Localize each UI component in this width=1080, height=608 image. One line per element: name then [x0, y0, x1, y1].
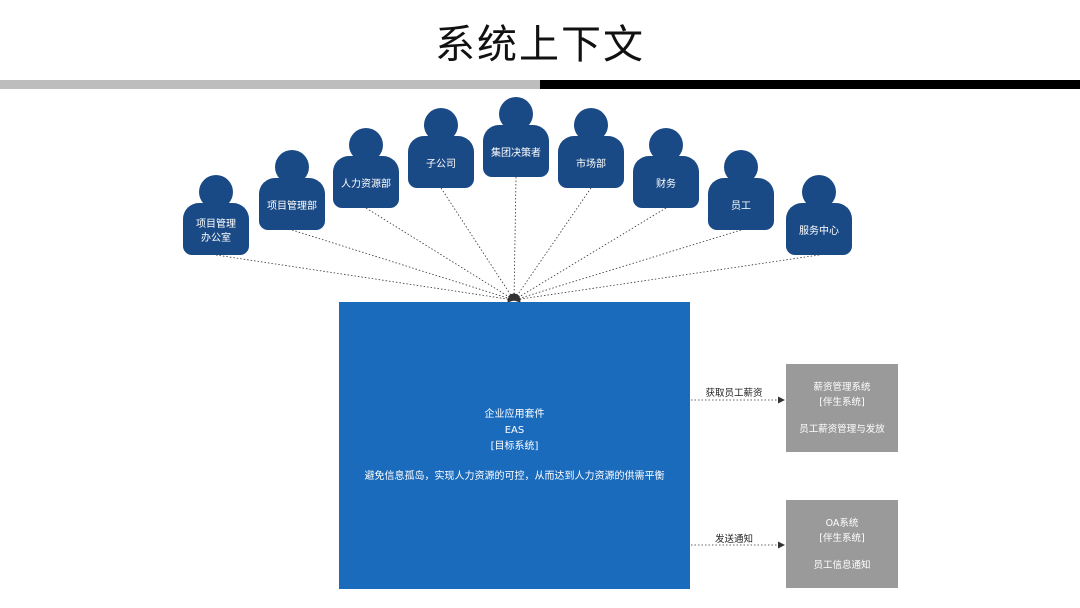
actor-label: 服务中心 — [799, 226, 839, 237]
target-system-type: [目标系统] — [490, 440, 539, 452]
actor-connector — [291, 229, 515, 302]
actor-connector — [510, 176, 518, 301]
person-icon-body: 集团决策者 — [483, 125, 549, 177]
side-system-type: [伴生系统] — [819, 396, 865, 408]
person-icon-body: 子公司 — [408, 136, 474, 188]
actor-label: 市场部 — [576, 159, 606, 170]
actor-node: 项目管理部 — [259, 150, 325, 230]
person-icon-body: 人力资源部 — [333, 156, 399, 208]
person-icon-body: 项目管理 办公室 — [183, 203, 249, 255]
actor-node: 财务 — [633, 128, 699, 208]
person-icon-body: 员工 — [708, 178, 774, 230]
actor-connector — [440, 187, 515, 301]
actor-node: 服务中心 — [786, 175, 852, 255]
person-icon-body: 项目管理部 — [259, 178, 325, 230]
actor-label: 人力资源部 — [341, 179, 391, 190]
actor-label: 项目管理 办公室 — [196, 219, 236, 244]
actor-connector — [513, 229, 742, 302]
target-system-description: 避免信息孤岛，实现人力资源的可控，从而达到人力资源的供需平衡 — [364, 470, 665, 482]
side-system-type: [伴生系统] — [819, 532, 865, 544]
actor-label: 集团决策者 — [491, 148, 541, 159]
actor-connector — [513, 254, 820, 303]
target-system-abbr: EAS — [504, 424, 525, 436]
actor-label: 员工 — [731, 201, 751, 212]
actor-node: 人力资源部 — [333, 128, 399, 208]
side-system-description: 员工信息通知 — [813, 559, 871, 571]
actor-label: 子公司 — [426, 159, 456, 170]
person-icon-body: 市场部 — [558, 136, 624, 188]
target-system-name: 企业应用套件 — [484, 408, 545, 420]
person-icon-body: 财务 — [633, 156, 699, 208]
actor-connector — [365, 207, 515, 301]
actor-node: 子公司 — [408, 108, 474, 188]
edge-label-oa: 发送通知 — [714, 534, 753, 545]
actor-node: 项目管理 办公室 — [183, 175, 249, 255]
edge-label-salary: 获取员工薪资 — [705, 388, 763, 399]
target-system-box: 企业应用套件 EAS [目标系统] 避免信息孤岛，实现人力资源的可控，从而达到人… — [339, 302, 690, 589]
side-system-box-salary: 薪资管理系统 [伴生系统] 员工薪资管理与发放 — [786, 364, 898, 452]
actor-connector — [513, 207, 667, 301]
actor-connector — [215, 254, 515, 303]
person-icon-body: 服务中心 — [786, 203, 852, 255]
actor-node: 市场部 — [558, 108, 624, 188]
side-system-name: OA系统 — [825, 517, 859, 529]
actor-node: 集团决策者 — [483, 97, 549, 177]
side-system-description: 员工薪资管理与发放 — [799, 423, 885, 435]
side-system-box-oa: OA系统 [伴生系统] 员工信息通知 — [786, 500, 898, 588]
title-underline-gray — [0, 80, 540, 89]
actor-node: 员工 — [708, 150, 774, 230]
side-system-name: 薪资管理系统 — [813, 381, 871, 393]
title-underline-black — [540, 80, 1080, 89]
actor-label: 财务 — [656, 179, 676, 190]
page-title: 系统上下文 — [435, 22, 645, 68]
actor-label: 项目管理部 — [267, 201, 317, 212]
actor-connector — [513, 187, 592, 301]
